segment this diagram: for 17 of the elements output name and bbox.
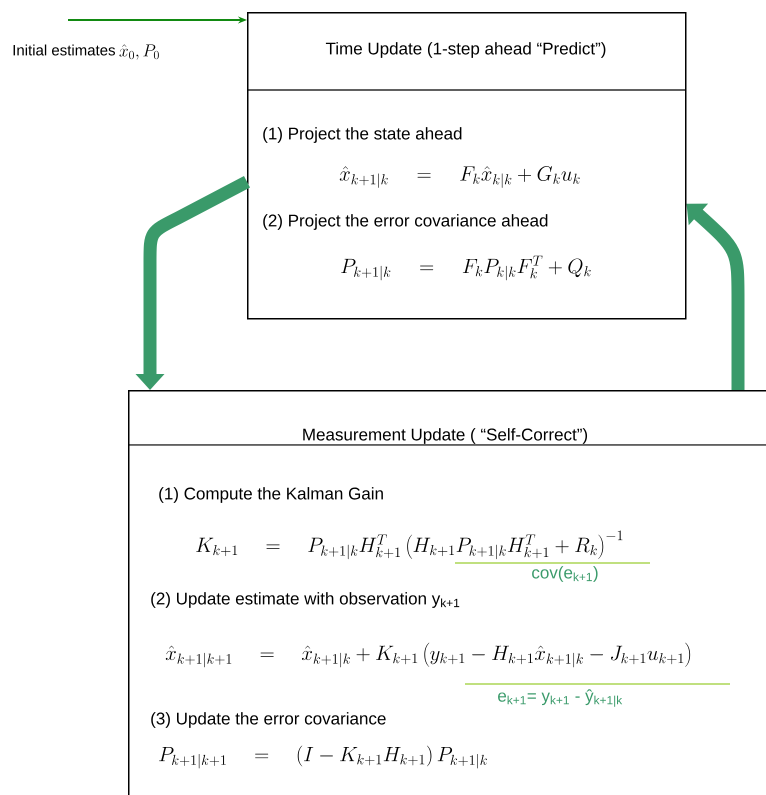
step-text: (1) Project the state ahead (263, 127, 462, 143)
formula: $\hat{x}_{k+1|k+1} \quad = \quad \hat{x}_{k+1|k} + K_{k+1}\left(y_{k+1} - H_{k+1}\hat{x}_{k+1|k} - J_{k+1}u_{k+1}\right)$ (166, 642, 690, 668)
text-label: Initial estimates (14, 44, 115, 56)
formula: $\hat{x}_{k+1|k} \quad = \quad F_k \hat{x}_{k|k} + G_k u_k$ (340, 166, 580, 188)
arrow (686, 204, 744, 390)
formula: $K_{k+1} \quad = \quad P_{k+1|k} H_{k+1}^T \left(H_{k+1} P_{k+1|k} H_{k+1}^T + R_k\right)^{-1}$ (196, 530, 622, 560)
formula: $P_{k+1|k} \quad = \quad F_k P_{k|k} F_k^T + Q_k$ (341, 256, 591, 280)
formula: $\hat{x}_0, P_0$ (119, 44, 159, 60)
step-text: (3) Update the error covariance (151, 712, 386, 728)
step-text: (2) Project the error covariance ahead (263, 214, 548, 230)
heading: Measurement Update ( “Self-Correct”) (303, 428, 588, 444)
step-text: (1) Compute the Kalman Gain (159, 487, 383, 503)
step-text: (2) Update estimate with observation y$_{k+1}$ (151, 592, 460, 608)
annotation: cov(e$_{k+1}$) (532, 566, 598, 582)
formula: $P_{k+1|k+1} \quad = \quad \left(I - K_{k+1}H_{k+1}\right)P_{k+1|k}$ (159, 746, 487, 768)
annotation: e$_{k+1}$= y$_{k+1}$ - ŷ$_{k+1|k}$ (498, 689, 622, 707)
heading: Time Update (1-step ahead “Predict”) (326, 42, 606, 58)
